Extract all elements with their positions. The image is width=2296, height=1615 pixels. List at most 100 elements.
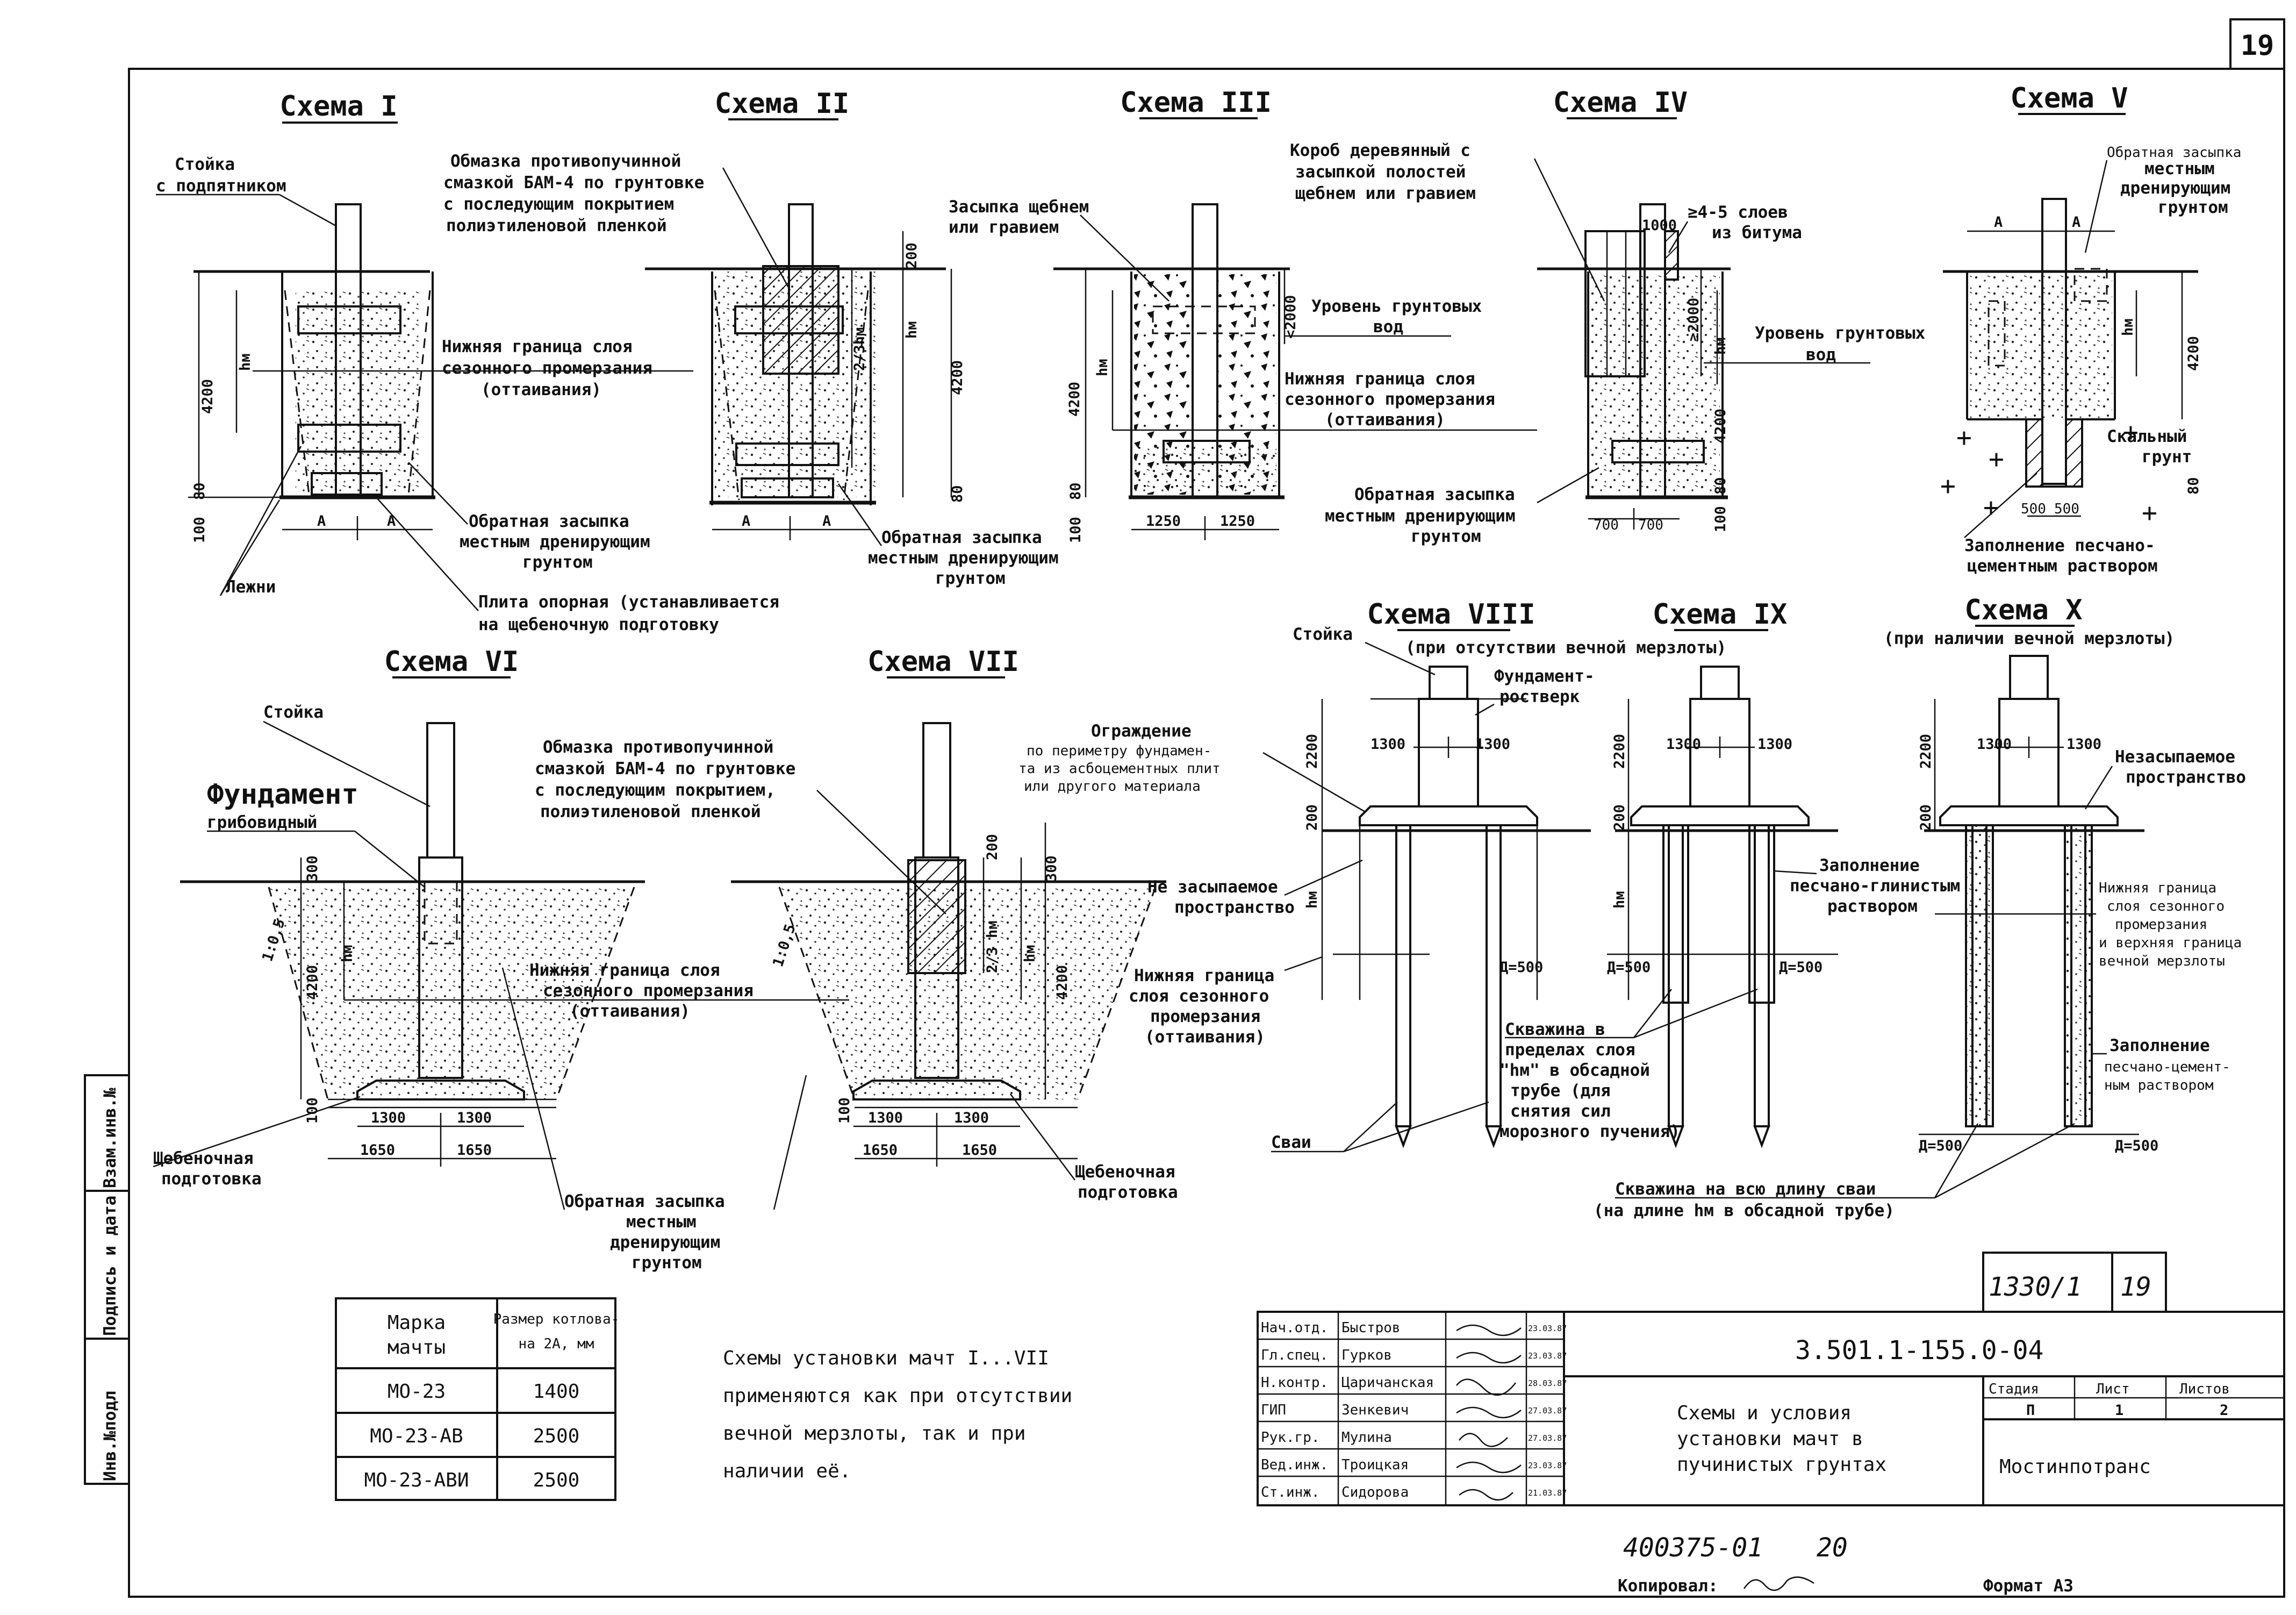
staff-rows: Нач.отд. Быстров 23.03.87 Гл.спец. Гурко… (1258, 1320, 1567, 1500)
staff-role: Нач.отд. (1261, 1320, 1328, 1336)
svg-text:+: + (1989, 444, 2004, 474)
s8-og1: Ограждение (1091, 721, 1192, 741)
title-block: 1330/1 19 3.501.1-155.0-04 Схемы и услов… (1257, 1252, 2285, 1506)
s6-o1: Обратная засыпка (564, 1192, 725, 1211)
s7-sh2: подготовка (1078, 1183, 1178, 1202)
s10-dim-h2: 200 (1918, 804, 1934, 831)
staff-date: 28.03.87 (1528, 1378, 1567, 1388)
mast-table-header-2a: Размер котлова- (493, 1311, 620, 1327)
s8-og4: или другого материала (1024, 778, 1201, 795)
s6-dim-w1: 1300 (371, 1110, 406, 1126)
handwritten-ref: 1330/1 (1989, 1272, 2082, 1302)
s3-dim-b2: 80 (1067, 482, 1084, 500)
s2-l1: Обмазка противопучинной (450, 152, 681, 171)
format-label: Формат А3 (1983, 1576, 2073, 1596)
s4-dim-h: 4200 (1712, 409, 1729, 444)
staff-date: 21.03.87 (1528, 1488, 1567, 1498)
s9-z3: раствором (1827, 897, 1918, 916)
s6-n1: Нижняя граница слоя (529, 961, 720, 980)
svg-text:+: + (1940, 471, 1956, 501)
s1-obr2: местным дренирующим (460, 532, 650, 552)
s3-u1: Уровень грунтовых (1311, 297, 1482, 316)
s8-fr1: Фундамент- (1494, 667, 1595, 686)
s1-obr1: Обратная засыпка (469, 512, 629, 531)
s4-o2: местным дренирующим (1325, 506, 1516, 526)
s3-z2: или гравием (949, 218, 1059, 237)
signature (1456, 1324, 1522, 1337)
mast-table-header-2b: на 2А, мм (519, 1336, 594, 1352)
s10-n1: Нижняя граница (2099, 880, 2216, 896)
s5-z2: цементным раствором (1967, 556, 2158, 576)
staff-name: Мулина (1341, 1430, 1392, 1446)
mast-row-1-size: 1400 (533, 1381, 580, 1403)
s3-dim-w1: 1250 (1146, 513, 1181, 530)
s8-og3: та из асбоцементных плит (1018, 761, 1221, 777)
staff-name: Зенкевич (1341, 1402, 1409, 1418)
page-number: 19 (2241, 30, 2275, 62)
s4-u2: вод (1806, 345, 1836, 365)
s9-c4: трубе (для (1510, 1081, 1611, 1101)
s4-k2: засыпкой полостей (1295, 162, 1466, 182)
s5-dim-a2: А (2072, 214, 2080, 231)
scheme-2: Схема II 200 2/3hм hм 4200 80 А А Обмазк… (443, 88, 1059, 588)
signature (1456, 1461, 1522, 1474)
s3-u2: вод (1373, 317, 1403, 337)
s1-dim-hm: hм (237, 353, 254, 371)
s4-dim-w2: 700 (1638, 517, 1663, 533)
s10-dim-h1: 2200 (1918, 734, 1934, 769)
s7-l2: смазкой БАМ-4 по грунтовке (535, 759, 795, 778)
s2-dim-hm3: 2/3hм (851, 327, 868, 371)
s1-plita2: на щебеночную подготовку (478, 615, 719, 634)
scheme-8-title: Схема VIII (1367, 598, 1535, 631)
s7-dim-t2: 200 (984, 834, 1001, 860)
mast-row-2-mark: МО-23-АВ (370, 1425, 463, 1447)
s8-og2: по периметру фундамен- (1027, 743, 1211, 759)
staff-date: 27.03.87 (1528, 1406, 1567, 1416)
s1-nizh1: Нижняя граница слоя (442, 337, 633, 356)
copied-signature (1743, 1576, 1814, 1591)
signature (1459, 1489, 1513, 1500)
s5-o1: Обратная засыпка (2107, 145, 2241, 161)
mast-row-2-size: 2500 (533, 1425, 580, 1447)
sheet-value: 1 (2115, 1402, 2123, 1419)
mast-row-1-mark: МО-23 (388, 1381, 446, 1403)
s2-l4: полиэтиленовой пленкой (446, 216, 667, 235)
staff-role: Вед.инж. (1261, 1457, 1328, 1473)
s4-dim-w1: 700 (1594, 517, 1619, 533)
s4-dim-ge: ≥2000 (1685, 298, 1702, 341)
s8-st: Стойка (1293, 625, 1353, 644)
side-stamp: Инв.№подл Подпись и дата Взам.инв.№ (84, 1074, 130, 1485)
s7-sh1: Щебеночная (1075, 1162, 1175, 1182)
staff-name: Быстров (1341, 1320, 1401, 1336)
s5-z1: Заполнение песчано- (1964, 536, 2155, 555)
svg-text:+: + (1956, 423, 1972, 453)
s9-c6: морозного пучения) (1499, 1122, 1680, 1141)
s4-k1: Короб деревянный с (1290, 141, 1470, 160)
s3-n2: сезонного промерзания (1285, 390, 1495, 409)
s5-sk1: Скальный (2107, 427, 2187, 446)
s6-sh1: Щебеночная (153, 1149, 254, 1168)
scheme-6: Схема VI 1:0,5 300 4200 hм 100 1300 1300… (153, 646, 849, 1273)
s6-o4: грунтом (632, 1253, 702, 1273)
s9-c5: снятия сил (1510, 1102, 1611, 1121)
s7-dim-w2: 1300 (954, 1110, 989, 1126)
s6-dim-h: 4200 (304, 965, 321, 1000)
s4-s2: из битума (1712, 223, 1802, 242)
staff-role: Рук.гр. (1261, 1430, 1320, 1446)
s7-dim-w3: 1650 (863, 1142, 898, 1159)
s1-dim-a1: А (317, 513, 326, 530)
s7-dim-hm: hм (1022, 945, 1038, 962)
s8-dim-d: Д=500 (1499, 959, 1543, 976)
signature (1456, 1352, 1522, 1364)
s5-o4: грунтом (2158, 198, 2228, 217)
mast-table-header-1a: Марка (388, 1312, 446, 1334)
org-name: Мостинпотранс (1999, 1456, 2151, 1478)
s4-dim-top: 1000 (1642, 217, 1677, 234)
s7-dim-w1: 1300 (868, 1110, 903, 1126)
s2-l3: с последующим покрытием (443, 195, 674, 214)
scheme-7-title: Схема VII (867, 646, 1019, 678)
s8-fr2: ростверк (1499, 687, 1580, 706)
s1-dim-b2: 80 (191, 482, 208, 500)
s6-dim-w2: 1300 (457, 1110, 492, 1126)
s10-dim-w1: 1300 (1977, 736, 2012, 753)
